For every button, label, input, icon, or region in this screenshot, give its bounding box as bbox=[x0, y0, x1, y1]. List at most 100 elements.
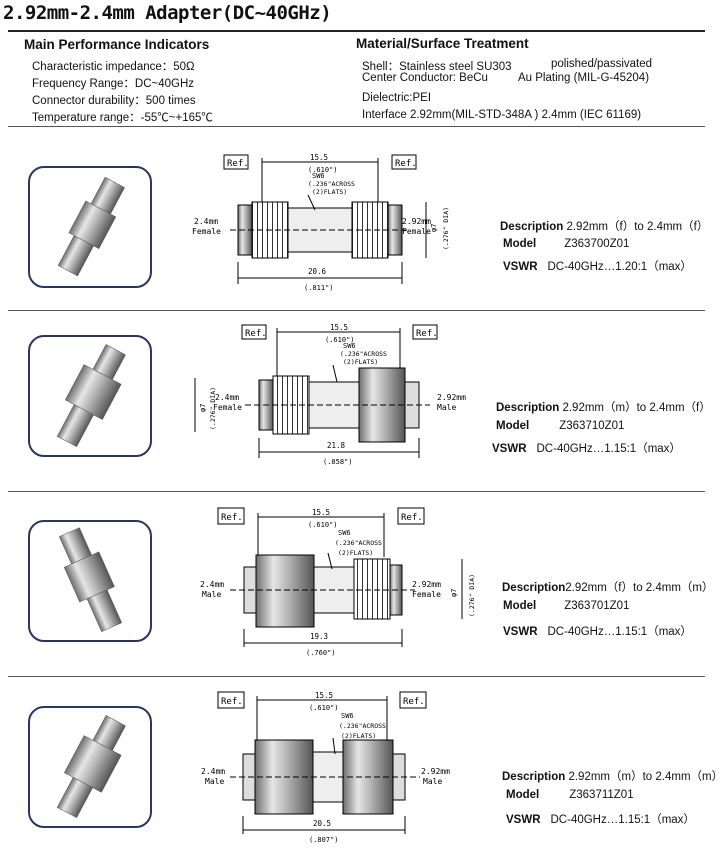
durability-text: Connector durability：500 times bbox=[32, 95, 196, 107]
dia-mm: φ7 bbox=[450, 589, 458, 597]
product-photo-1 bbox=[28, 166, 152, 288]
model-row-1: Model Z363700Z01 bbox=[503, 238, 629, 250]
across-label: (.236"ACROSS bbox=[335, 539, 382, 547]
left-gender: Male bbox=[202, 590, 221, 599]
right-gender: Male bbox=[423, 777, 442, 786]
description-value: 2.92mm（m）to 2.4mm（m） bbox=[568, 771, 723, 783]
performance-heading: Main Performance Indicators bbox=[24, 37, 210, 52]
ref-label-left: Ref. bbox=[221, 513, 243, 523]
dia-in: (.276" DIA) bbox=[468, 574, 476, 617]
vswr-label: VSWR bbox=[503, 626, 538, 638]
left-size: 2.4mm bbox=[200, 580, 224, 589]
frequency-text: Frequency Range：DC~40GHz bbox=[32, 78, 195, 90]
ref-label-left: Ref. bbox=[245, 329, 267, 339]
left-size: 2.4mm bbox=[194, 217, 218, 226]
width-in: (.610") bbox=[309, 704, 339, 712]
flats-label: (2)FLATS) bbox=[312, 188, 347, 196]
description-value: 2.92mm（f）to 2.4mm（m） bbox=[565, 582, 714, 594]
vswr-row-1: VSWR DC-40GHz…1.20:1（max） bbox=[503, 258, 692, 274]
ref-label-right: Ref. bbox=[401, 513, 423, 523]
ref-label-left: Ref. bbox=[227, 159, 249, 169]
description-value: 2.92mm（f）to 2.4mm（f） bbox=[566, 221, 709, 233]
description-row-4: Description 2.92mm（m）to 2.4mm（m） bbox=[502, 768, 723, 784]
model-label: Model bbox=[506, 789, 540, 801]
width-in: (.610") bbox=[308, 166, 338, 174]
description-label: Description bbox=[496, 402, 560, 414]
length-mm: 20.6 bbox=[308, 267, 327, 276]
flats-label: (2)FLATS) bbox=[343, 358, 378, 366]
description-label: Description bbox=[500, 221, 564, 233]
material-heading: Material/Surface Treatment bbox=[356, 36, 529, 51]
drawing-3: Ref. Ref. 15.5 (.610") SW6 (.236"ACROSS … bbox=[200, 507, 476, 657]
section-divider-3 bbox=[8, 676, 705, 677]
shell-finish-text: polished/passivated bbox=[551, 58, 653, 70]
model-label: Model bbox=[503, 600, 537, 612]
drawing-4: Ref. Ref. 15.5 (.610") SW6 (.236"ACROSS … bbox=[201, 691, 450, 844]
ref-label-right: Ref. bbox=[403, 697, 425, 707]
shell-text: Shell：Stainless steel SU303 bbox=[362, 61, 512, 73]
model-value: Z363700Z01 bbox=[564, 238, 630, 250]
product-photo-2 bbox=[28, 335, 152, 457]
sw-label: SW6 bbox=[338, 529, 351, 537]
dia-in: (.276" DIA) bbox=[442, 207, 450, 250]
section-divider-1 bbox=[8, 310, 705, 311]
vswr-row-4: VSWR DC-40GHz…1.15:1（max） bbox=[506, 811, 695, 827]
vswr-value: DC-40GHz…1.15:1（max） bbox=[550, 814, 695, 826]
interface-text: Interface 2.92mm(MIL-STD-348A ) 2.4mm (I… bbox=[362, 109, 642, 121]
right-gender: Male bbox=[437, 403, 456, 412]
model-value: Z363701Z01 bbox=[564, 600, 630, 612]
page-title: 2.92mm-2.4mm Adapter(DC~40GHz) bbox=[3, 2, 332, 24]
vswr-label: VSWR bbox=[492, 443, 527, 455]
model-value: Z363710Z01 bbox=[559, 420, 625, 432]
dia-mm: φ7 bbox=[430, 224, 438, 232]
flats-label: (2)FLATS) bbox=[338, 549, 373, 557]
width-mm: 15.5 bbox=[330, 323, 348, 332]
left-gender: Female bbox=[192, 227, 221, 236]
description-value: 2.92mm（m）to 2.4mm（f） bbox=[562, 402, 711, 414]
impedance-text: Characteristic impedance：50Ω bbox=[32, 61, 195, 73]
width-in: (.610") bbox=[308, 521, 338, 529]
center-conductor-text: Center Conductor: BeCu bbox=[362, 72, 488, 84]
width-mm: 15.5 bbox=[312, 508, 330, 517]
drawing-1: Ref. Ref. 15.5 (.610") SW6 (.236"ACROSS … bbox=[192, 153, 450, 292]
right-size: 2.92mm bbox=[421, 767, 450, 776]
length-in: (.858") bbox=[323, 458, 353, 466]
right-size: 2.92mm bbox=[412, 580, 441, 589]
model-label: Model bbox=[503, 238, 537, 250]
product-photo-4 bbox=[28, 706, 152, 828]
drawing-2: Ref. Ref. 15.5 (.610") SW6 (.236"ACROSS … bbox=[194, 323, 466, 466]
length-in: (.811") bbox=[304, 284, 334, 292]
product-photo-3 bbox=[28, 520, 152, 642]
vswr-label: VSWR bbox=[506, 814, 541, 826]
across-label: (.236"ACROSS bbox=[339, 722, 386, 730]
description-row-3: Description2.92mm（f）to 2.4mm（m） bbox=[502, 579, 714, 595]
vswr-value: DC-40GHz…1.20:1（max） bbox=[547, 261, 692, 273]
model-label: Model bbox=[496, 420, 530, 432]
vswr-value: DC-40GHz…1.15:1（max） bbox=[536, 443, 681, 455]
ref-label-left: Ref. bbox=[221, 697, 243, 707]
right-gender: Female bbox=[402, 227, 431, 236]
width-mm: 15.5 bbox=[310, 153, 328, 162]
vswr-label: VSWR bbox=[503, 261, 538, 273]
length-in: (.807") bbox=[309, 836, 339, 844]
temperature-text: Temperature range：-55℃~+165℃ bbox=[32, 112, 213, 124]
length-mm: 19.3 bbox=[310, 632, 328, 641]
length-mm: 21.8 bbox=[327, 441, 346, 450]
across-label: (.236"ACROSS bbox=[308, 180, 355, 188]
spec-divider bbox=[8, 126, 705, 127]
vswr-row-2: VSWR DC-40GHz…1.15:1（max） bbox=[492, 440, 681, 456]
description-label: Description bbox=[502, 771, 566, 783]
section-divider-2 bbox=[8, 491, 705, 492]
ref-label-right: Ref. bbox=[416, 329, 438, 339]
left-gender: Female bbox=[213, 403, 242, 412]
title-divider bbox=[8, 30, 705, 32]
across-label: (.236"ACROSS bbox=[340, 350, 387, 358]
ref-label-right: Ref. bbox=[395, 159, 417, 169]
length-mm: 20.5 bbox=[313, 819, 331, 828]
dia-mm: φ7 bbox=[199, 404, 207, 412]
length-in: (.760") bbox=[306, 649, 336, 657]
width-in: (.610") bbox=[325, 336, 355, 344]
flats-label: (2)FLATS) bbox=[341, 732, 376, 740]
right-gender: Female bbox=[412, 590, 441, 599]
